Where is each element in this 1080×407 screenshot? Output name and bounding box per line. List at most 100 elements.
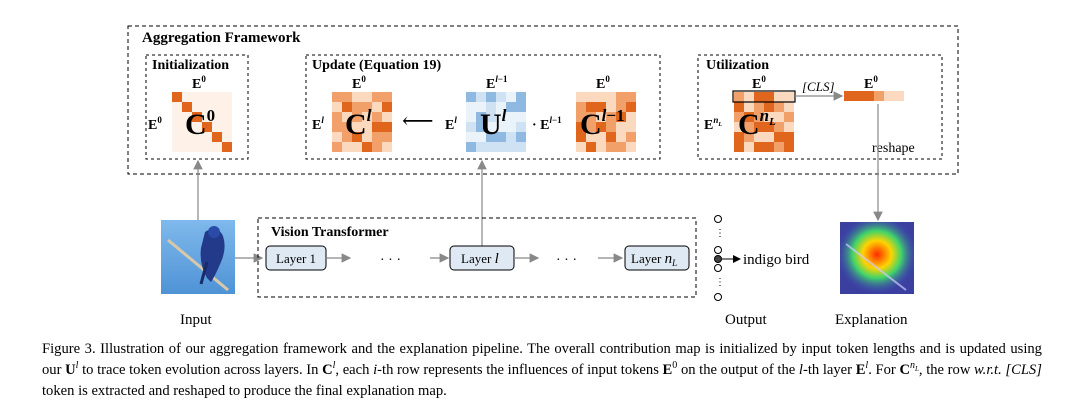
matrix-cell [626,122,636,132]
matrix-cell [212,132,222,142]
matrix-cell [362,102,372,112]
matrix-cell [506,132,516,142]
matrix-cell [342,92,352,102]
matrix-cell [476,142,486,152]
matrix-cell [192,132,202,142]
output-token-column: ⋮ ⋮ [714,215,725,301]
matrix-cell [372,112,382,122]
matrix-cell [626,142,636,152]
matrix-cell [626,92,636,102]
matrix-cell [774,142,784,152]
matrix-cell [606,92,616,102]
e0-cls-row-label: E0 [864,74,878,92]
matrix-cell [202,132,212,142]
matrix-cell [764,132,774,142]
matrix-cell [372,92,382,102]
cl-matrix [332,92,392,152]
matrix-cell [744,112,754,122]
matrix-cell [734,122,744,132]
matrix-cell [516,142,526,152]
clm1-matrix [576,92,636,152]
aggregation-framework-box [127,25,959,175]
explanation-label: Explanation [835,312,908,328]
matrix-cell [586,132,596,142]
matrix-cell [774,102,784,112]
row-cell [844,91,854,101]
matrix-cell [764,142,774,152]
row-cell [864,91,874,101]
matrix-cell [576,112,586,122]
matrix-cell [744,102,754,112]
matrix-cell [506,142,516,152]
matrix-cell [506,102,516,112]
matrix-cell [476,112,486,122]
ul-matrix [466,92,526,152]
matrix-cell [606,112,616,122]
matrix-cell [616,112,626,122]
matrix-cell [332,132,342,142]
caption-figure-label: Figure 3. [42,341,96,357]
matrix-cell [192,92,202,102]
matrix-cell [382,102,392,112]
matrix-cell [616,102,626,112]
update-title: Update (Equation 19) [312,58,441,73]
matrix-cell [576,142,586,152]
matrix-cell [744,122,754,132]
layer-1-label: Layer 1 [276,251,316,266]
matrix-cell [754,122,764,132]
vision-transformer-title: Vision Transformer [271,225,389,240]
matrix-cell [596,122,606,132]
matrix-cell [616,142,626,152]
matrix-cell [586,122,596,132]
matrix-cell [586,112,596,122]
matrix-cell [764,92,774,102]
caption-cls: [CLS] [1005,362,1042,378]
matrix-cell [784,142,794,152]
figure-diagram: Aggregation Framework Initialization E0 … [127,25,959,328]
matrix-cell [486,122,496,132]
matrix-cell [516,92,526,102]
matrix-cell [382,92,392,102]
matrix-cell [496,92,506,102]
matrix-cell [372,142,382,152]
matrix-cell [496,122,506,132]
matrix-cell [182,92,192,102]
e0-update-top-label: E0 [352,74,366,92]
matrix-cell [774,132,784,142]
matrix-cell [382,142,392,152]
matrix-cell [362,142,372,152]
matrix-cell [516,122,526,132]
matrix-cell [352,92,362,102]
matrix-cell [202,142,212,152]
el-ul-side-label: El [445,115,457,133]
update-box [305,54,661,160]
matrix-cell [744,142,754,152]
matrix-cell [734,102,744,112]
caption-text-8: , the row [918,362,971,378]
matrix-cell [576,122,586,132]
matrix-cell [212,102,222,112]
aggregation-framework-title: Aggregation Framework [142,30,301,46]
matrix-cell [486,102,496,112]
e0-clm1-top-label: E0 [596,74,610,92]
matrix-cell [496,142,506,152]
matrix-cell [222,142,232,152]
matrix-cell [362,112,372,122]
matrix-cell [202,92,212,102]
matrix-cell [516,102,526,112]
matrix-cell [626,102,636,112]
matrix-cell [372,132,382,142]
matrix-cell [182,102,192,112]
matrix-cell [466,122,476,132]
left-arrow-icon: ⟵ [402,108,434,133]
matrix-cell [784,102,794,112]
matrix-cell [734,92,744,102]
matrix-cell [382,122,392,132]
matrix-cell [466,92,476,102]
matrix-cell [606,132,616,142]
matrix-cell [466,112,476,122]
caption-text-3: , each [335,362,370,378]
matrix-cell [476,92,486,102]
matrix-cell [784,132,794,142]
matrix-cell [616,92,626,102]
